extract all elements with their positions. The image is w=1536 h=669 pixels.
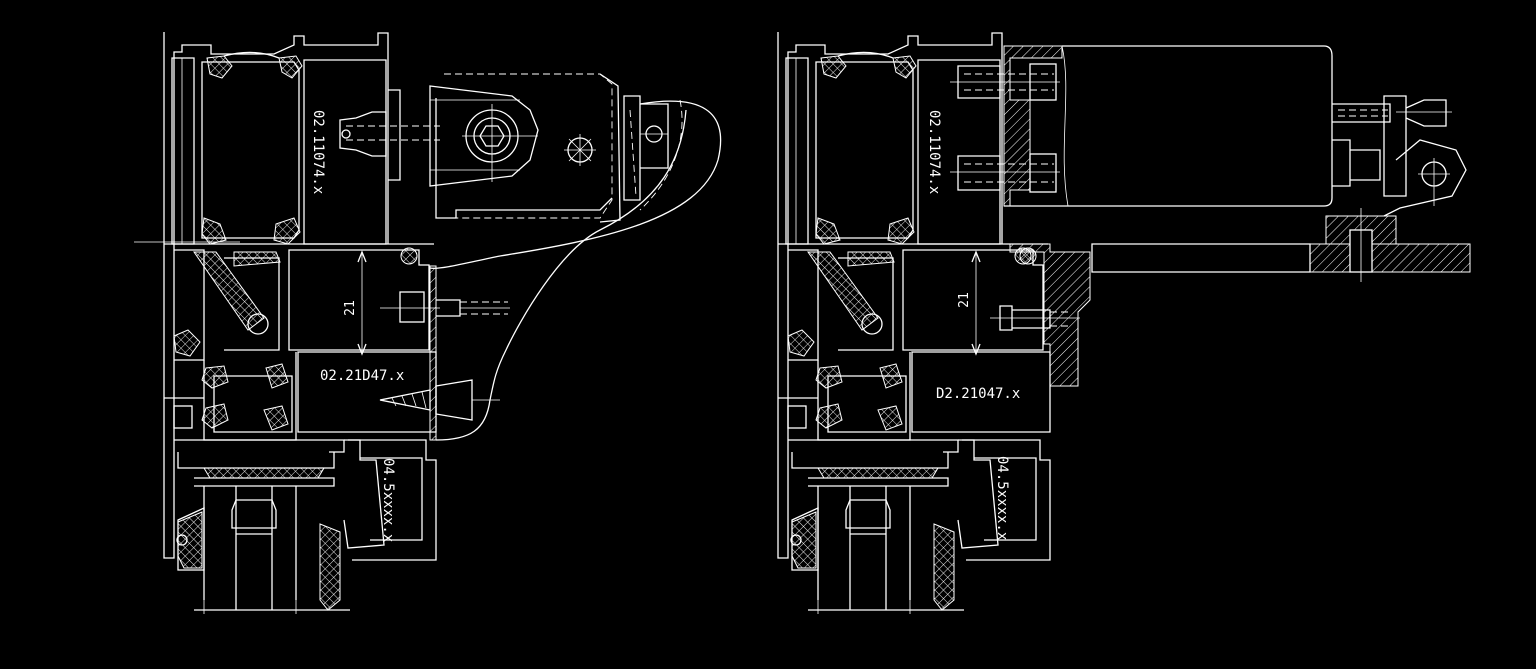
left-profile-upper-label: 02.11074.x <box>310 110 326 194</box>
right-motor-body <box>950 45 1333 207</box>
right-profile-lower-label: D2.21047.x <box>936 386 1020 402</box>
left-screw <box>379 379 500 421</box>
right-profile-upper-label: 02.11074.x <box>926 110 942 194</box>
right-dimension-label: 21 <box>957 292 972 308</box>
left-section-drawing: 21 02.11074.x 02.21D47.x 04.5xxxx.x <box>134 31 722 615</box>
left-motor-assembly <box>339 73 669 223</box>
left-dimension: 21 <box>343 250 367 356</box>
right-dimension: 21 <box>957 250 981 356</box>
right-section-drawing: 21 02.11074.x D2.21047.x 04.5xxxx.x <box>777 31 1471 615</box>
right-spindle <box>1332 95 1467 217</box>
left-mount-plate <box>429 265 437 441</box>
left-bolt <box>380 291 510 323</box>
left-cover-hidden-line <box>639 99 683 211</box>
left-dimension-label: 21 <box>343 300 358 316</box>
right-block-bolt <box>990 247 1080 331</box>
left-cover-inner <box>435 109 687 441</box>
right-profile-bottom-label: 04.5xxxx.x <box>994 456 1010 540</box>
left-profile-lower-label: 02.21D47.x <box>320 368 404 384</box>
left-profile-bottom-label: 04.5xxxx.x <box>380 458 396 542</box>
left-cover-outer <box>429 100 722 269</box>
